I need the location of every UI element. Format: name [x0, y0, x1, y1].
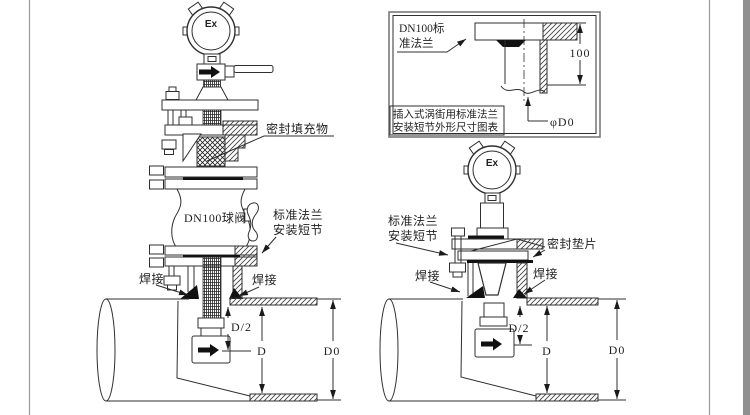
flow-arrow-icon [199, 66, 220, 78]
flange-label-line1: DN100标 [399, 22, 444, 35]
stub-label-line2: 安装短节 [388, 228, 438, 243]
left-installation-view: Ex [96, 1, 341, 402]
ex-marking: Ex [205, 19, 218, 30]
flow-direction-block [196, 63, 226, 81]
transmitter-head: Ex [463, 140, 521, 195]
dim-insertion-depth: D/2 [509, 321, 530, 335]
dim-outer-diameter: D0 [609, 343, 626, 357]
flange-bolt [449, 227, 466, 278]
dim-insertion-depth: D/2 [231, 320, 252, 334]
studs [167, 110, 193, 126]
threaded-stem-upper [203, 79, 221, 88]
gland-bolt [161, 139, 177, 155]
right-installation-view: Ex [379, 140, 626, 402]
insertion-sensor [474, 302, 515, 358]
caption-line2: 安装短节外形尺寸图表 [393, 121, 498, 134]
flange-label-line2: 准法兰 [399, 36, 434, 50]
probe-shaft [477, 262, 507, 296]
weld-bead-left [466, 286, 485, 298]
weld-label-right: 焊接 [533, 266, 558, 281]
weld-bead-right [513, 289, 527, 298]
pipe-right-view [379, 297, 626, 402]
insertion-sensor [191, 317, 231, 364]
labels-left-view: 密封填充物 标准法兰 安装短节 焊接 焊接 [139, 121, 334, 297]
dimensions-left-view: D/2 D D0 [225, 300, 341, 399]
labels-right-view: 标准法兰 安装短节 密封垫片 焊接 焊接 [388, 214, 597, 295]
stub-label-line1: 标准法兰 [388, 214, 438, 228]
flange-stack [449, 227, 544, 278]
dim-stub-bore: φD0 [550, 115, 575, 129]
inset-dimension-box: 100 φD0 DN100标 准法兰 插入式涡街用标准法兰 安装短节外形尺寸图表 [388, 11, 601, 138]
pipe-left-view [96, 297, 341, 402]
dim-outer-diameter: D0 [324, 344, 341, 358]
seal-packing-material [196, 136, 226, 167]
page-borders [28, 0, 750, 415]
seal-packing-label: 密封填充物 [266, 121, 329, 136]
dimensions-right-view: D/2 D D0 [509, 300, 626, 399]
gland-flange-section [222, 120, 258, 136]
stub-label-line2: 安装短节 [273, 222, 323, 237]
valve-top-flange-pair [149, 165, 258, 190]
welded-stub [466, 262, 528, 299]
threaded-stem-mid [202, 109, 222, 128]
top-mount-plate [161, 99, 259, 111]
weld-label-right: 焊接 [252, 272, 277, 287]
transmitter-head: Ex [182, 1, 240, 56]
weld-bead [496, 40, 526, 47]
valve-lever [243, 202, 259, 242]
plate-bolt [165, 86, 180, 100]
stub-flange-section [474, 19, 578, 104]
inset-caption-box: 插入式涡街用标准法兰 安装短节外形尺寸图表 [389, 105, 505, 136]
inset-flange-label: DN100标 准法兰 [397, 22, 467, 53]
ex-marking: Ex [486, 158, 499, 169]
dim-inner-diameter: D [257, 344, 267, 358]
flow-arrow-icon [198, 344, 219, 357]
meter-neck [203, 53, 221, 65]
gland-body-section [224, 134, 246, 162]
dim-inner-diameter: D [542, 344, 552, 358]
ball-valve-body [171, 188, 259, 248]
weld-bead-left [180, 285, 199, 299]
gasket-label: 密封垫片 [547, 236, 597, 251]
weld-label-left: 焊接 [415, 268, 440, 283]
stub-label-line1: 标准法兰 [273, 208, 323, 222]
ball-valve-handle-bar [224, 65, 274, 78]
threaded-probe-rod [202, 256, 222, 320]
inset-dimensions: 100 φD0 [525, 22, 591, 129]
dim-stub-height: 100 [570, 46, 591, 60]
weld-label-left: 焊接 [139, 271, 164, 286]
caption-line1: 插入式涡街用标准法兰 [393, 108, 498, 121]
flow-arrow-icon [481, 338, 502, 351]
ball-valve-label: DN100球阀 [184, 211, 247, 225]
gland-follower [182, 133, 202, 163]
bell-body [195, 86, 229, 101]
